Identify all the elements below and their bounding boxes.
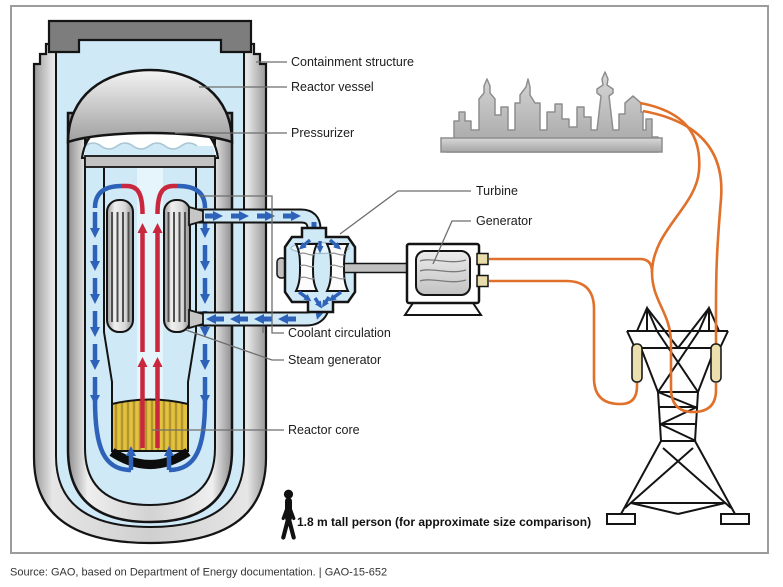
coolant-return-nozzle: [188, 308, 204, 330]
label-turbine: Turbine: [476, 183, 518, 198]
scale-comparison-note: 1.8 m tall person (for approximate size …: [297, 515, 592, 530]
tower-foot-left: [606, 513, 636, 525]
turbine: [283, 226, 418, 314]
coolant-loop-arrows: [90, 183, 210, 473]
steam-outlet-nozzle: [188, 205, 204, 227]
leader-lines: [152, 61, 471, 431]
turbine-wheels: [294, 243, 350, 292]
label-reactor-core: Reactor core: [288, 422, 360, 437]
tower-foot-right: [720, 513, 750, 525]
source-attribution: Source: GAO, based on Department of Ener…: [10, 566, 388, 579]
tower-insulators: [631, 343, 722, 383]
turbine-shaft: [334, 262, 418, 274]
transmission-tower: [606, 305, 750, 525]
label-pressurizer: Pressurizer: [291, 125, 355, 140]
label-coolant-circulation: Coolant circulation: [288, 325, 391, 340]
power-lines: [489, 101, 723, 414]
label-containment-structure: Containment structure: [291, 54, 414, 69]
core-support-plate: [84, 155, 216, 168]
steam-generators: [106, 199, 191, 333]
generator: [403, 242, 489, 316]
city-skyline: [440, 71, 663, 153]
generator-terminal-top: [476, 252, 489, 266]
person-icon: [281, 489, 296, 540]
reactor-vessel-head: [66, 68, 234, 144]
label-reactor-vessel: Reactor vessel: [291, 79, 374, 94]
label-steam-generator: Steam generator: [288, 352, 382, 367]
generator-terminal-bottom: [476, 274, 489, 288]
reactor-core: [109, 398, 191, 469]
label-generator: Generator: [476, 213, 533, 228]
